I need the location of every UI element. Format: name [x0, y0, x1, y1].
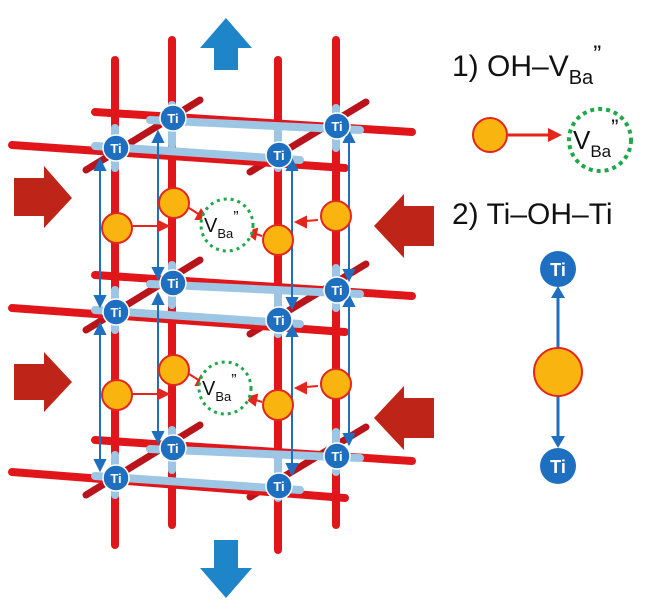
ti-atom: Ti: [102, 134, 130, 162]
ti-atom: Ti: [265, 472, 293, 500]
ti-atoms: Ti Ti Ti Ti Ti Ti Ti Ti Ti Ti Ti Ti: [102, 104, 351, 500]
oh-sphere: [101, 379, 133, 411]
oh-sphere: [262, 224, 294, 256]
svg-text:Ti: Ti: [273, 148, 284, 163]
svg-text:Ti: Ti: [110, 471, 121, 486]
arrowhead: [151, 431, 165, 445]
arrowhead: [342, 433, 356, 447]
arrowhead: [157, 219, 171, 233]
arrowhead: [342, 269, 356, 283]
ti-atom: Ti: [102, 298, 130, 326]
oh-link: [255, 399, 263, 403]
ti-atom: Ti: [102, 464, 130, 492]
arrow-right-icon: [14, 166, 72, 228]
svg-text:Ti: Ti: [331, 119, 342, 134]
oh-link: [305, 385, 319, 388]
legend-ti-atom: Ti: [540, 251, 576, 287]
vacancy-symbol: V: [202, 378, 216, 400]
arrow-left-icon: [374, 194, 434, 258]
arrow-up-icon: [200, 18, 252, 70]
svg-text:Ti: Ti: [273, 479, 284, 494]
svg-text:Ti: Ti: [110, 305, 121, 320]
oh-sphere: [320, 368, 352, 400]
ti-atom: Ti: [265, 141, 293, 169]
legend-vacancy-ring: [567, 107, 633, 173]
arrowhead: [93, 157, 107, 171]
arrowhead: [285, 323, 299, 337]
svg-text:Ti: Ti: [550, 457, 566, 477]
svg-text:Ti: Ti: [167, 276, 178, 291]
arrowhead: [93, 459, 107, 473]
oh-sphere: [158, 354, 190, 386]
ti-ti-links: [93, 129, 356, 477]
legend-oh-sphere: [472, 117, 508, 153]
vacancy-subscript: Ba: [217, 226, 234, 241]
arrowhead: [293, 381, 307, 395]
arrowhead: [93, 321, 107, 335]
svg-text:VBa”: VBa”: [202, 372, 237, 404]
ti-atom: Ti: [323, 276, 351, 304]
svg-text:Ti: Ti: [273, 313, 284, 328]
arrowhead: [342, 129, 356, 143]
arrowhead: [151, 267, 165, 281]
arrow-right-icon: [14, 352, 72, 412]
oh-sphere: [320, 200, 352, 232]
arrowhead: [548, 128, 562, 142]
oh-sphere: [158, 187, 190, 219]
ti-atom: Ti: [159, 269, 187, 297]
vacancy-lower: VBa”: [197, 360, 253, 416]
vacancy-superscript: ”: [231, 372, 236, 389]
ti-atom: Ti: [159, 104, 187, 132]
arrowhead: [551, 436, 565, 448]
vacancy-ring: [199, 197, 255, 253]
arrow-down-icon: [200, 540, 252, 598]
ti-atom: Ti: [265, 306, 293, 334]
stress-arrows: [14, 18, 434, 598]
legend-ti-atom: Ti: [540, 448, 576, 484]
arrowhead: [293, 215, 307, 229]
vacancy-subscript: Ba: [215, 389, 232, 404]
svg-text:VBa”: VBa”: [204, 209, 239, 241]
legend-item1-title: 1) OH–VBa”: [452, 41, 601, 89]
svg-text:Ti: Ti: [331, 283, 342, 298]
svg-text:Ti: Ti: [550, 260, 566, 280]
oh-link: [305, 219, 319, 222]
svg-text:Ti: Ti: [331, 449, 342, 464]
svg-text:Ti: Ti: [110, 141, 121, 156]
legend-oh-sphere: [533, 347, 583, 397]
oh-sphere: [101, 212, 133, 244]
vacancy-symbol: V: [204, 215, 218, 237]
legend-vacancy-label: VBa”: [573, 115, 618, 161]
ti-atom: Ti: [323, 442, 351, 470]
vacancy-superscript: ”: [233, 209, 238, 226]
oh-groups: [101, 187, 352, 421]
vacancy-upper: VBa”: [199, 197, 255, 253]
arrowhead: [285, 463, 299, 477]
oh-link: [255, 233, 263, 237]
ti-atom: Ti: [323, 112, 351, 140]
arrowhead: [151, 291, 165, 305]
arrowhead: [285, 157, 299, 171]
legend: 1) OH–VBa” VBa” 2) Ti–OH–Ti Ti Ti: [452, 41, 633, 484]
arrowhead: [342, 293, 356, 307]
svg-text:Ti: Ti: [167, 441, 178, 456]
arrowhead: [157, 387, 171, 401]
ti-atom: Ti: [159, 434, 187, 462]
arrowhead: [551, 286, 565, 298]
legend-item2-title: 2) Ti–OH–Ti: [452, 198, 613, 231]
oh-sphere: [262, 389, 294, 421]
arrow-left-icon: [374, 386, 434, 450]
arrowhead: [93, 295, 107, 309]
svg-text:Ti: Ti: [167, 111, 178, 126]
arrowhead: [285, 297, 299, 311]
arrowhead: [151, 129, 165, 143]
vacancy-ring: [197, 360, 253, 416]
